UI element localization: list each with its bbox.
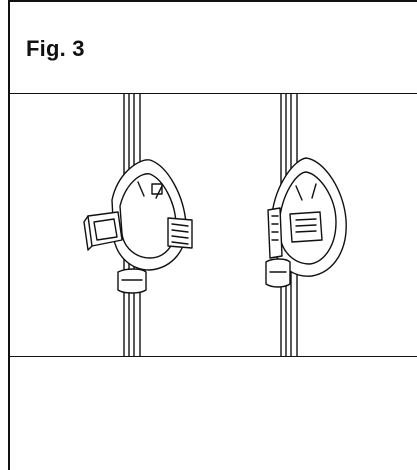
right-bracket — [265, 157, 347, 288]
bracket-illustration — [83, 93, 347, 357]
figure-frame — [8, 0, 417, 470]
figure-label: Fig. 3 — [26, 36, 85, 61]
header-divider — [8, 93, 417, 94]
footer-divider — [8, 356, 417, 357]
left-bracket — [83, 159, 193, 294]
